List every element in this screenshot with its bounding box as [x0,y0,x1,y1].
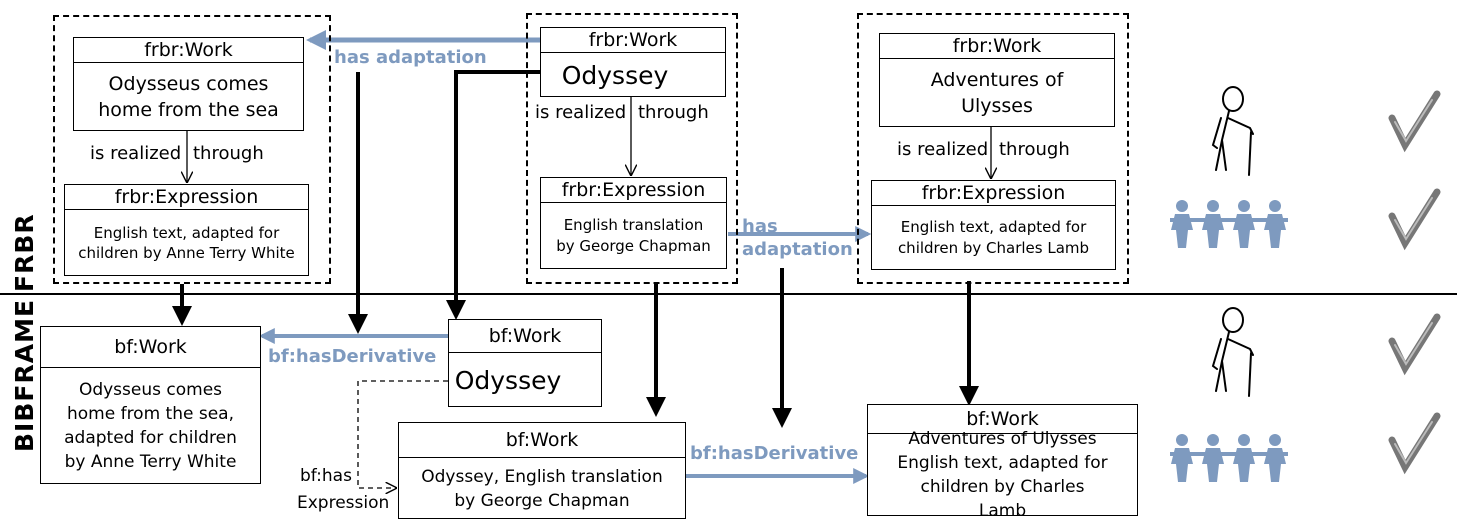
checkmark-icon [1388,412,1441,475]
checkmark-icon [1388,90,1441,153]
has-adaptation-mid-label-1: has [742,216,778,237]
box-type-label: bf:Work [868,405,1137,434]
has-adaptation-mid-label-2: adaptation [742,239,853,260]
box-type-label: frbr:Expression [541,178,726,203]
work-title: Odyssey [561,60,669,90]
bf-has-expression-arrow [357,380,448,488]
has-adaptation-top-label: has adaptation [334,47,487,68]
bf-has-derivative-right-label: bf:hasDerivative [690,443,859,464]
bibframe-section-label: BIBFRAME [10,298,39,452]
frbr-expression-center: frbr:Expression English translation by G… [540,177,727,269]
odysseus-figure-icon [1211,307,1254,397]
work-title: Odysseus comes home from the sea [98,73,279,121]
box-type-label: frbr:Expression [65,185,308,210]
odysseus-figure-icon [1211,86,1254,176]
through-label-right: through [999,139,1070,160]
realized-label-left: is realized [90,143,182,164]
through-label-center: through [638,102,709,123]
people-chain-icon [1170,434,1288,482]
frbr-expression-left: frbr:Expression English text, adapted fo… [64,184,309,276]
frbr-work-right: frbr:Work Adventures of Ulysses [879,33,1115,127]
work-title: Odyssey [454,365,562,395]
expression-text: English text, adapted for children by An… [78,224,295,262]
bf-work-right: bf:Work Adventures of Ulysses English te… [867,404,1138,521]
frbr-group-left [53,15,331,284]
frbr-expression-right: frbr:Expression English text, adapted fo… [871,180,1116,270]
expression-text: English text, adapted for children by Ch… [897,218,1090,257]
box-type-label: bf:Work [399,423,685,458]
checkmark-icon [1388,188,1441,251]
work-text: Odyssey, English translation by George C… [421,466,663,511]
frbr-work-left: frbr:Work Odysseus comes home from the s… [73,37,304,131]
bf-has-expression-label-1: bf:has [300,466,352,486]
box-type-label: frbr:Expression [872,181,1115,206]
realized-label-center: is realized [535,102,627,123]
work-text: Adventures of Ulysses English text, adap… [897,429,1108,521]
frbr-work-center: frbr:Work Odyssey [540,27,726,97]
box-type-label: frbr:Work [880,34,1114,59]
box-type-label: frbr:Work [541,28,725,53]
bf-work-center: bf:Work Odyssey [448,319,602,407]
people-chain-icon [1170,200,1288,248]
map-arrow-work [446,70,540,320]
work-text: Odysseus comes home from the sea, adapte… [64,380,237,472]
bf-work-translation: bf:Work Odyssey, English translation by … [398,422,686,519]
checkmark-icon [1388,313,1441,376]
work-title: Adventures of Ulysses [930,69,1064,117]
box-type-label: bf:Work [41,327,260,368]
through-label-left: through [193,143,264,164]
frbr-section-label: FRBR [10,213,39,292]
box-type-label: bf:Work [449,320,601,353]
expression-text: English translation by George Chapman [556,216,711,255]
bf-work-left: bf:Work Odysseus comes home from the sea… [40,326,261,484]
realized-label-right: is realized [897,139,989,160]
box-type-label: frbr:Work [74,38,303,63]
frbr-group-center [526,13,738,284]
frbr-group-right [857,13,1129,284]
bf-has-expression-label-2: Expression [297,493,390,513]
bf-has-derivative-left-label: bf:hasDerivative [268,346,437,367]
